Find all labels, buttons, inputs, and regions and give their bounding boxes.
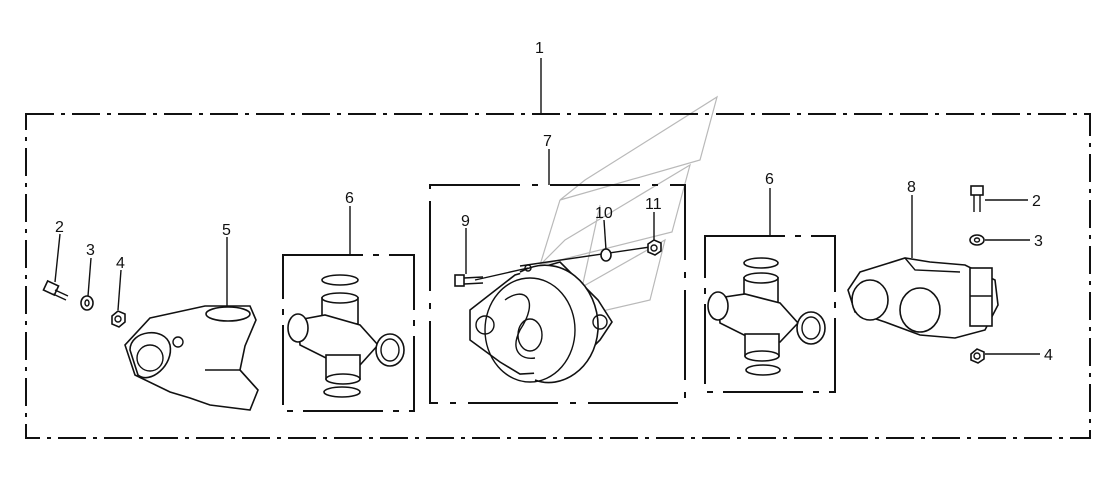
callout-11: 11: [645, 196, 662, 213]
clamp-yoke-part: [847, 257, 999, 339]
callout-5: 5: [222, 222, 231, 239]
coupling-frame: [429, 184, 686, 404]
flexible-coupling-part: [469, 261, 613, 384]
universal-joint-cross-part-right: [707, 257, 826, 376]
callout-2-left: 2: [55, 219, 64, 236]
callout-7: 7: [543, 133, 552, 150]
callout-8: 8: [907, 179, 916, 196]
callout-6-right: 6: [765, 171, 774, 188]
yoke-part: [124, 305, 259, 411]
callout-9: 9: [461, 213, 470, 230]
callout-10: 10: [595, 205, 613, 222]
lock-nut-part: [647, 239, 662, 256]
nut-part: [111, 310, 126, 328]
callout-4-left: 4: [116, 255, 125, 272]
callout-2-right: 2: [1032, 193, 1041, 210]
callout-1: 1: [535, 40, 544, 57]
washer-part: [80, 295, 94, 311]
joint-cross-frame-left: [282, 254, 415, 412]
washer-part-right: [969, 234, 985, 246]
bolt-part-right: [970, 185, 984, 212]
screw-part: [42, 279, 69, 301]
callout-3-left: 3: [86, 242, 95, 259]
callout-3-right: 3: [1034, 233, 1043, 250]
callout-labels: 1 2 3 4 5 6 7 9 10 11 6 8 2 3 4: [55, 40, 1053, 364]
nut-part-right: [970, 348, 985, 364]
universal-joint-cross-part: [287, 274, 405, 398]
callout-4-right: 4: [1044, 347, 1053, 364]
assembly-outline: [25, 113, 1091, 439]
leader-lines: [54, 58, 1040, 355]
callout-6-left: 6: [345, 190, 354, 207]
lock-washer-part: [600, 248, 612, 262]
bolt-part: [454, 274, 484, 287]
